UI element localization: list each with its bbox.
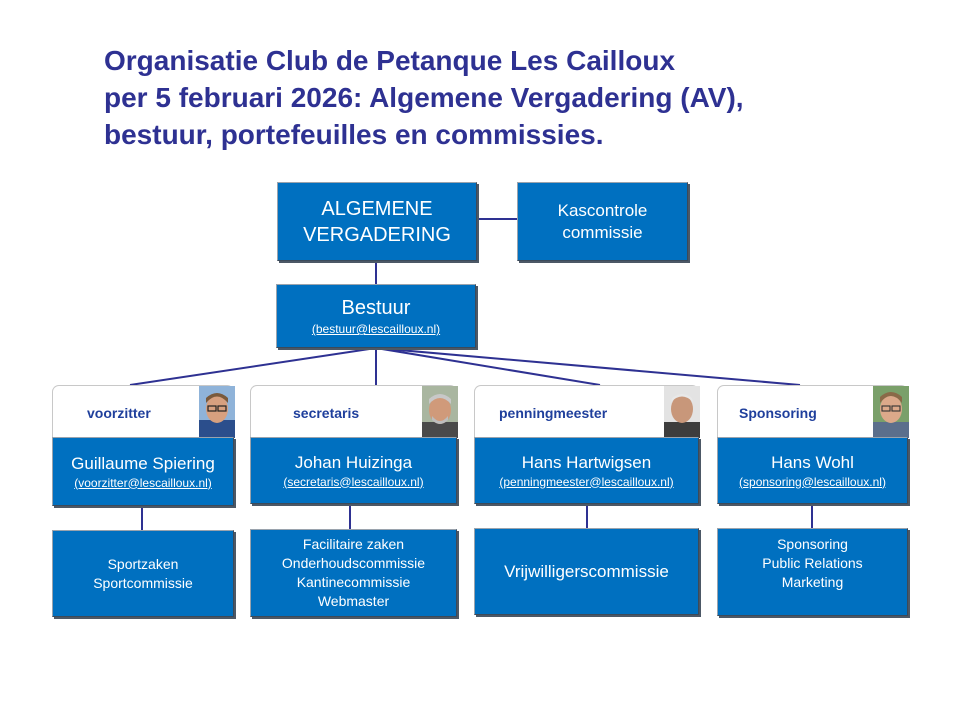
page-title: Organisatie Club de Petanque Les Caillou…	[104, 42, 744, 153]
role-tab-sponsoring: Sponsoring	[717, 385, 909, 438]
av-line-1: ALGEMENE	[321, 197, 433, 220]
commission-sponsoring-1: Public Relations	[762, 555, 863, 571]
kascontrole-line-1: Kascontrole	[557, 200, 648, 220]
role-tab-voorzitter: voorzitter	[52, 385, 235, 438]
role-label-secretaris: secretaris	[293, 405, 360, 421]
algemene-vergadering-box: ALGEMENE VERGADERING	[277, 182, 477, 261]
member-name-sponsoring: Hans Wohl	[771, 452, 854, 472]
portrait-penningmeester	[664, 386, 700, 438]
member-name-voorzitter: Guillaume Spiering	[71, 453, 215, 473]
role-label-sponsoring: Sponsoring	[739, 405, 817, 421]
kascontrole-line-2: commissie	[562, 222, 643, 242]
kascontrole-box: Kascontrole commissie	[517, 182, 688, 261]
av-line-2: VERGADERING	[303, 223, 451, 246]
portrait-secretaris	[422, 386, 458, 438]
bestuur-email[interactable]: (bestuur@lescailloux.nl)	[311, 322, 441, 336]
connector-bestuur-penningmeester	[375, 347, 601, 386]
connector-bestuur-voorzitter	[129, 347, 377, 386]
commission-box-penningmeester: Vrijwilligerscommissie	[474, 528, 699, 615]
commission-box-sponsoring: Sponsoring Public Relations Marketing	[717, 528, 908, 616]
member-box-secretaris: Johan Huizinga (secretaris@lescailloux.n…	[250, 437, 457, 504]
member-email-secretaris[interactable]: (secretaris@lescailloux.nl)	[283, 474, 424, 489]
title-line-2: per 5 februari 2026: Algemene Vergaderin…	[104, 82, 744, 113]
commission-sponsoring-2: Marketing	[781, 574, 844, 590]
role-tab-secretaris: secretaris	[250, 385, 458, 438]
member-name-penningmeester: Hans Hartwigsen	[521, 452, 652, 472]
commission-sponsoring-0: Sponsoring	[777, 536, 848, 552]
member-email-voorzitter[interactable]: (voorzitter@lescailloux.nl)	[74, 475, 212, 490]
member-box-voorzitter: Guillaume Spiering (voorzitter@lescaillo…	[52, 437, 234, 506]
title-line-3: bestuur, portefeuilles en commissies.	[104, 119, 604, 150]
commission-voorzitter-0: Sportzaken	[107, 555, 179, 572]
commission-secretaris-3: Webmaster	[317, 593, 390, 609]
role-tab-penningmeester: penningmeester	[474, 385, 700, 438]
connector-bestuur-sponsoring	[375, 347, 801, 386]
member-box-penningmeester: Hans Hartwigsen (penningmeester@lescaill…	[474, 437, 699, 504]
commission-box-secretaris: Facilitaire zaken Onderhoudscommissie Ka…	[250, 529, 457, 617]
bestuur-label: Bestuur	[341, 297, 411, 319]
commission-penningmeester-0: Vrijwilligerscommissie	[504, 561, 669, 581]
commission-secretaris-2: Kantinecommissie	[296, 574, 411, 590]
commission-box-voorzitter: Sportzaken Sportcommissie	[52, 530, 234, 617]
portrait-voorzitter	[199, 386, 235, 438]
portrait-sponsoring	[873, 386, 909, 438]
bestuur-box: Bestuur (bestuur@lescailloux.nl)	[276, 284, 476, 348]
commission-secretaris-0: Facilitaire zaken	[302, 536, 405, 552]
member-box-sponsoring: Hans Wohl (sponsoring@lescailloux.nl)	[717, 437, 908, 504]
role-label-penningmeester: penningmeester	[499, 405, 608, 421]
commission-voorzitter-1: Sportcommissie	[93, 574, 193, 591]
member-email-penningmeester[interactable]: (penningmeester@lescailloux.nl)	[499, 474, 674, 489]
role-label-voorzitter: voorzitter	[87, 405, 151, 421]
member-email-sponsoring[interactable]: (sponsoring@lescailloux.nl)	[739, 474, 886, 489]
member-name-secretaris: Johan Huizinga	[294, 452, 413, 472]
commission-secretaris-1: Onderhoudscommissie	[281, 555, 426, 571]
title-line-1: Organisatie Club de Petanque Les Caillou…	[104, 45, 676, 76]
